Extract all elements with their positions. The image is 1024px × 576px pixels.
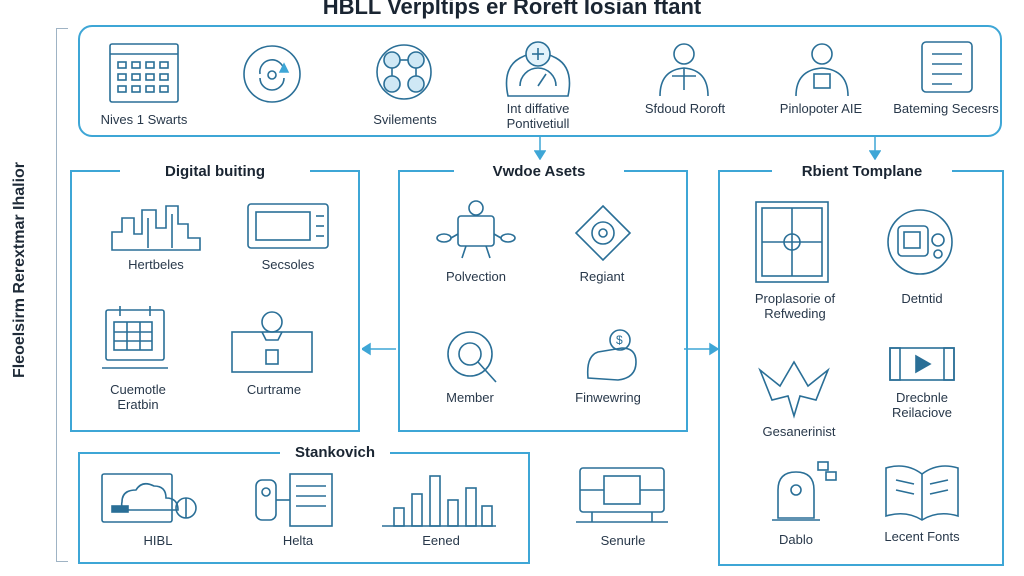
svg-text:$: $	[616, 333, 623, 347]
cloud-network-icon	[101, 473, 197, 523]
dashboard-gauge-icon	[505, 41, 571, 97]
sidebar-bracket-top	[56, 28, 68, 29]
video-item-label-4: Finwewring	[575, 390, 641, 405]
drone-camera-icon	[436, 200, 516, 259]
robot-frame-icon	[231, 311, 313, 373]
digital-item-label-2: Secsoles	[261, 257, 315, 272]
arrow-down-2	[869, 136, 881, 160]
sync-chat-icon	[243, 45, 301, 103]
arrow-left	[362, 342, 396, 356]
digital-panel-title: Digital buiting	[120, 163, 310, 180]
template-item-label-5: Dablo	[779, 532, 813, 547]
stankovich-item-label-1: HIBL	[143, 533, 173, 548]
gear-search-icon	[447, 331, 497, 383]
template-panel-title: Rbient Tomplane	[772, 163, 952, 180]
top-item-label-5: Sfdoud Roroft	[644, 101, 726, 116]
sidebar-label-text: Fleoelsirm Rerextmar Ihalior	[11, 161, 28, 379]
page-title: HBLL Verpltips er Roreft Iosian ftant	[322, 0, 702, 19]
video-item-label-1: Polvection	[446, 269, 506, 284]
sidebar-label: Fleoelsirm Rerextmar Ihalior	[0, 130, 40, 410]
stankovich-item-label-3: Eened	[422, 533, 460, 548]
template-item-label-6: Lecent Fonts	[884, 529, 960, 544]
top-item-label-4: Int diffative Pontivetiull	[506, 101, 570, 131]
puzzle-grid-icon	[755, 201, 829, 283]
stankovich-panel-title: Stankovich	[280, 444, 390, 461]
calendar-monitor-icon	[102, 306, 168, 369]
play-video-icon	[889, 347, 955, 381]
hand-dollar-icon: $	[586, 329, 637, 381]
document-list-icon	[921, 41, 973, 93]
ai-person-icon	[795, 43, 849, 97]
gear-diamond-icon	[574, 204, 632, 262]
device-document-icon	[255, 473, 333, 527]
network-globe-icon	[376, 44, 432, 100]
top-item-label-7: Bateming Secesrs	[893, 101, 999, 116]
console-panel-icon	[247, 203, 329, 249]
robot-head-icon	[887, 209, 953, 275]
template-item-label-3: Gesanerinist	[762, 424, 836, 439]
top-item-label-6: Pinlopoter AIE	[779, 101, 863, 116]
arrow-down-1	[534, 136, 546, 160]
arrow-right	[684, 342, 718, 356]
top-item-label-3: Svilements	[373, 112, 437, 127]
video-item-label-2: Regiant	[579, 269, 625, 284]
open-book-icon	[885, 465, 959, 521]
abstract-figure-icon	[758, 360, 830, 419]
sidebar-bracket-bottom	[56, 561, 68, 562]
stankovich-item-label-2: Helta	[282, 533, 314, 548]
lightbulb-lab-icon	[772, 461, 837, 521]
bar-chart-icon	[382, 475, 496, 527]
circuit-board-icon	[576, 467, 668, 523]
standalone-item-label: Senurle	[600, 533, 646, 548]
video-item-label-3: Member	[446, 390, 494, 405]
digital-item-label-1: Hertbeles	[128, 257, 184, 272]
top-item-label-1: Nives 1 Swarts	[100, 112, 188, 127]
template-item-label-4: Drecbnle Reilaciove	[892, 390, 952, 420]
video-panel-title: Vwdoe Asets	[454, 163, 624, 180]
browser-grid-icon	[109, 43, 179, 103]
person-network-icon	[659, 43, 709, 97]
digital-item-label-4: Curtrame	[246, 382, 302, 397]
sidebar-bracket-line	[56, 28, 57, 562]
city-skyline-icon	[111, 205, 201, 251]
digital-item-label-3: Cuemotle Eratbin	[110, 382, 166, 412]
template-item-label-2: Detntid	[901, 291, 943, 306]
template-item-label-1: Proplasorie of Refweding	[754, 291, 836, 321]
